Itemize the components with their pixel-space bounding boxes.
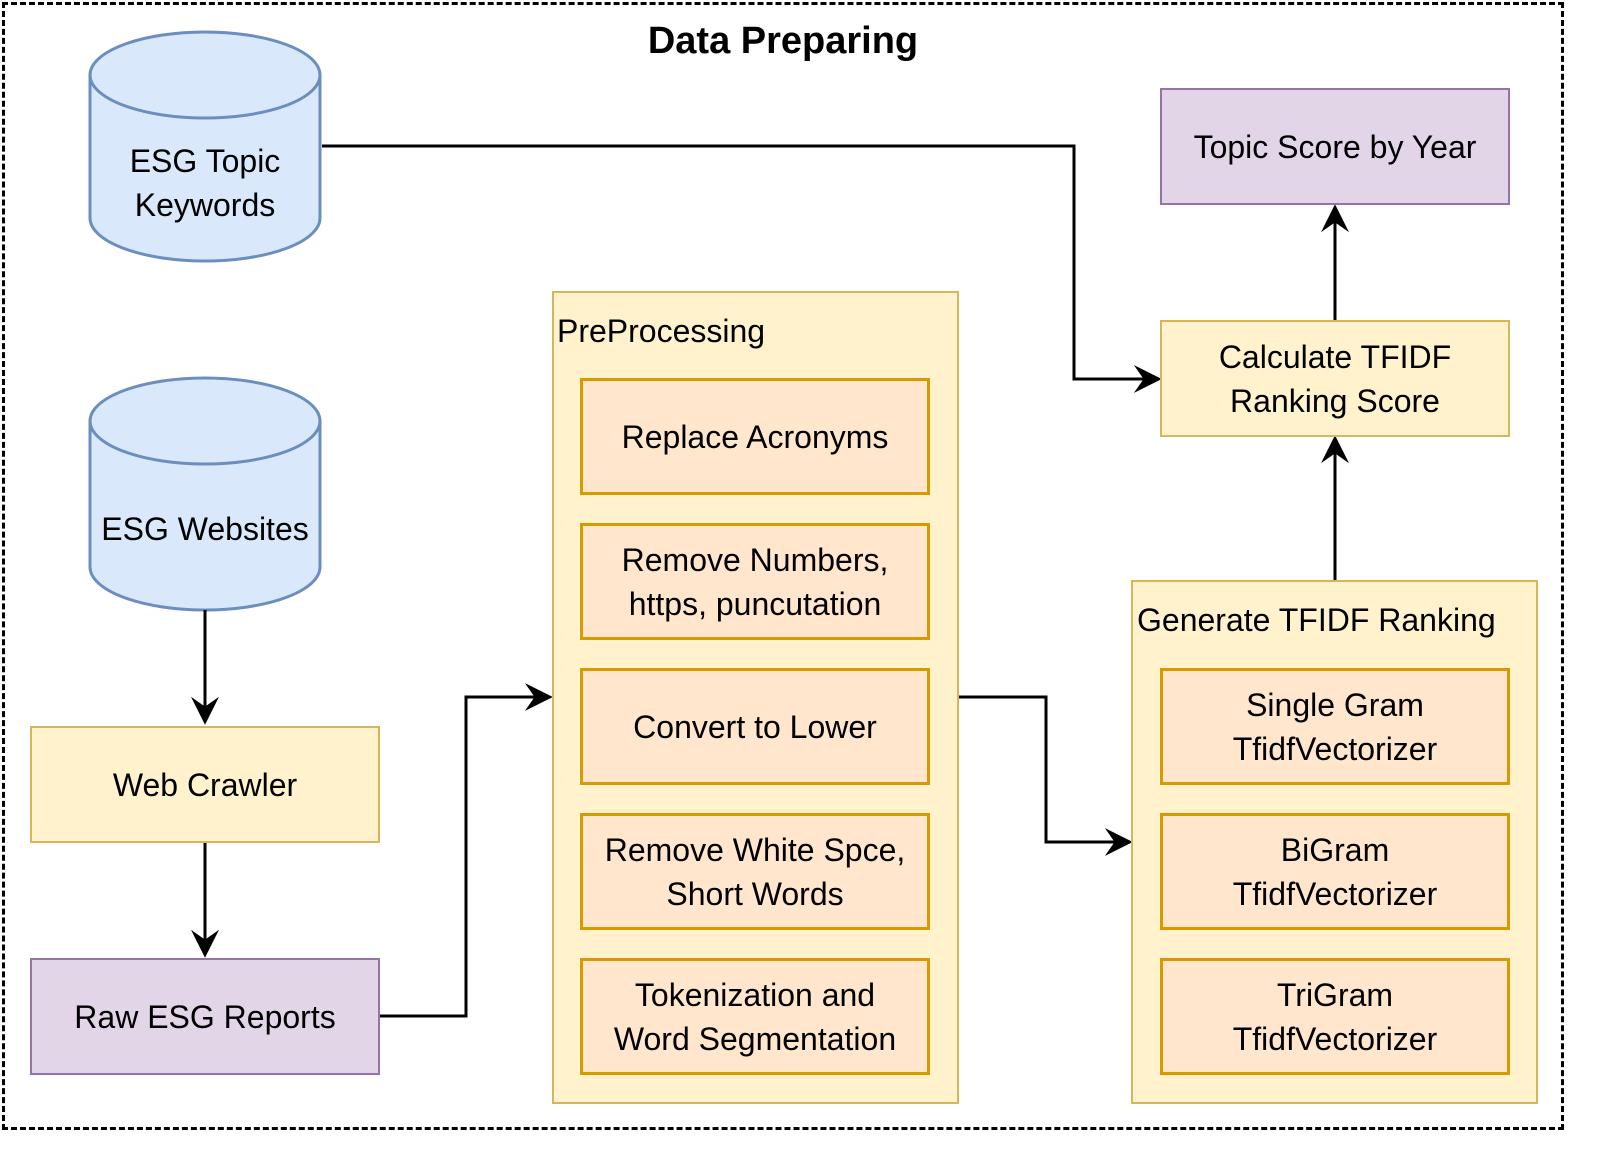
websites-label: ESG Websites [101, 511, 309, 547]
arrow-reports-to-preprocessing [380, 683, 553, 1018]
websites-database [88, 376, 322, 612]
vectorizer-trigram: TriGram TfidfVectorizer [1160, 958, 1510, 1075]
vectorizer-single-gram: Single Gram TfidfVectorizer [1160, 668, 1510, 785]
preprocessing-label: PreProcessing [557, 313, 766, 349]
step-remove-numbers: Remove Numbers, https, puncutation [580, 523, 930, 640]
web-crawler-box: Web Crawler [30, 726, 380, 843]
diagram-frame [2, 2, 1564, 1130]
topic-keywords-label: ESG Topic Keywords [129, 143, 281, 223]
diagram-title: Data Preparing [647, 20, 919, 62]
topic-keywords-database [88, 30, 322, 263]
step-tokenization: Tokenization and Word Segmentation [580, 958, 930, 1075]
raw-reports-box: Raw ESG Reports [30, 958, 380, 1075]
step-convert-lower: Convert to Lower [580, 668, 930, 785]
arrow-keywords-to-calculate [322, 144, 1162, 393]
tfidf-ranking-label: Generate TFIDF Ranking [1137, 602, 1496, 638]
arrow-preprocessing-to-ranking [958, 695, 1133, 856]
topic-score-box: Topic Score by Year [1160, 88, 1510, 205]
vectorizer-bigram: BiGram TfidfVectorizer [1160, 813, 1510, 930]
step-remove-white-space: Remove White Spce, Short Words [580, 813, 930, 930]
step-replace-acronyms: Replace Acronyms [580, 378, 930, 495]
calculate-score-box: Calculate TFIDF Ranking Score [1160, 320, 1510, 437]
